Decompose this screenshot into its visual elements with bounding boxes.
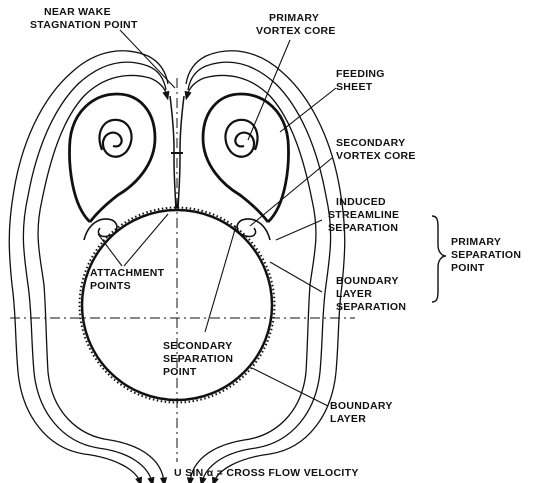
label-secondary-vortex-line1: SECONDARY [336,137,405,149]
label-near-wake-line1: NEAR WAKE [44,6,111,18]
label-primary-vortex: PRIMARY VORTEX CORE [256,12,336,37]
label-induced-separation-line1: INDUCED [336,196,386,208]
label-secondary-vortex: SECONDARY VORTEX CORE [336,137,416,162]
label-bls-line2: LAYER [336,288,372,300]
right-feeding-sheet [203,94,288,222]
label-near-wake-line2: STAGNATION POINT [30,19,138,31]
label-secondary-separation-line3: POINT [163,366,197,378]
label-secondary-separation-line1: SECONDARY [163,340,232,352]
left-feeding-sheet [70,94,155,222]
label-boundary-layer: BOUNDARY LAYER [330,400,396,425]
label-primary-separation: PRIMARY SEPARATION POINT [451,236,525,274]
label-secondary-separation-line2: SEPARATION [163,353,233,365]
label-boundary-layer-line1: BOUNDARY [330,400,393,412]
right-vortex-spiral [225,120,257,157]
leader-boundary-layer [252,368,328,406]
leader-feeding-sheet [280,88,336,132]
label-bls-line3: SEPARATION [336,301,406,313]
streamline-right-3 [186,51,345,482]
label-feeding-sheet-line1: FEEDING [336,68,385,80]
leader-secondary-separation [205,226,236,332]
label-cross-flow: U SIN α = CROSS FLOW VELOCITY [174,467,359,479]
label-primary-separation-line1: PRIMARY [451,236,501,248]
leader-secondary-vortex [250,158,332,226]
label-primary-vortex-line1: PRIMARY [269,12,319,24]
label-secondary-separation: SECONDARY SEPARATION POINT [163,340,237,378]
streamline-right-2 [188,62,331,482]
leader-induced-separation [276,220,322,240]
label-near-wake: NEAR WAKE STAGNATION POINT [30,6,138,31]
label-secondary-vortex-line2: VORTEX CORE [336,150,416,162]
label-boundary-layer-line2: LAYER [330,413,366,425]
label-attachment-points: ATTACHMENT POINTS [90,267,168,292]
leader-boundary-separation [270,262,322,292]
label-primary-separation-line3: POINT [451,262,485,274]
primary-separation-bracket [432,216,446,302]
label-primary-vortex-line2: VORTEX CORE [256,25,336,37]
label-induced-separation-line3: SEPARATION [328,222,398,234]
label-attachment-points-line2: POINTS [90,280,131,292]
label-attachment-points-line1: ATTACHMENT [90,267,165,279]
label-bls-line1: BOUNDARY [336,275,399,287]
left-vortex-spiral [100,120,132,157]
leader-near-wake [120,30,175,88]
label-induced-separation-line2: STREAMLINE [328,209,399,221]
label-boundary-layer-separation: BOUNDARY LAYER SEPARATION [336,275,406,313]
label-induced-separation: INDUCED STREAMLINE SEPARATION [328,196,402,234]
label-feeding-sheet: FEEDING SHEET [336,68,388,93]
label-primary-separation-line2: SEPARATION [451,249,521,261]
label-feeding-sheet-line2: SHEET [336,81,373,93]
